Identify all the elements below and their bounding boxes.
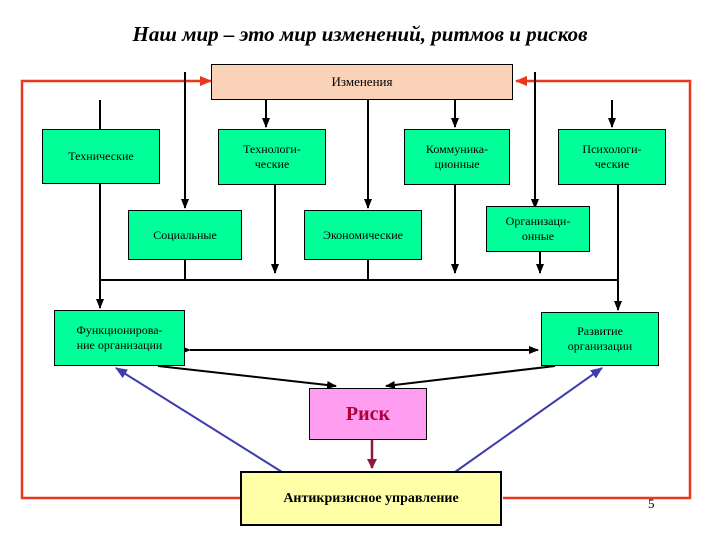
risk-arrows [157,346,556,389]
technical-box: Технические [42,129,160,184]
development-box: Развитие организации [541,312,659,366]
economic-box: Экономические [304,210,422,260]
slide-title: Наш мир – это мир изменений, ритмов и ри… [132,22,588,46]
slide-number: 5 [648,496,655,511]
risk-box: Риск [309,388,427,440]
changes-box: Изменения [211,64,513,100]
organizational-box: Организаци- онные [486,206,590,252]
feedback-loop [20,76,692,500]
control-arrows [115,367,603,473]
communication-box: Коммуника- ционные [404,129,510,185]
crisis-management-box: Антикризисное управление [240,471,502,526]
functioning-box: Функционирова- ние организации [54,310,185,366]
change-arrows [96,72,616,209]
social-box: Социальные [128,210,242,260]
psychological-box: Психологи- ческие [558,129,666,185]
technological-box: Технологи- ческие [218,129,326,185]
bus-lines [96,184,622,311]
